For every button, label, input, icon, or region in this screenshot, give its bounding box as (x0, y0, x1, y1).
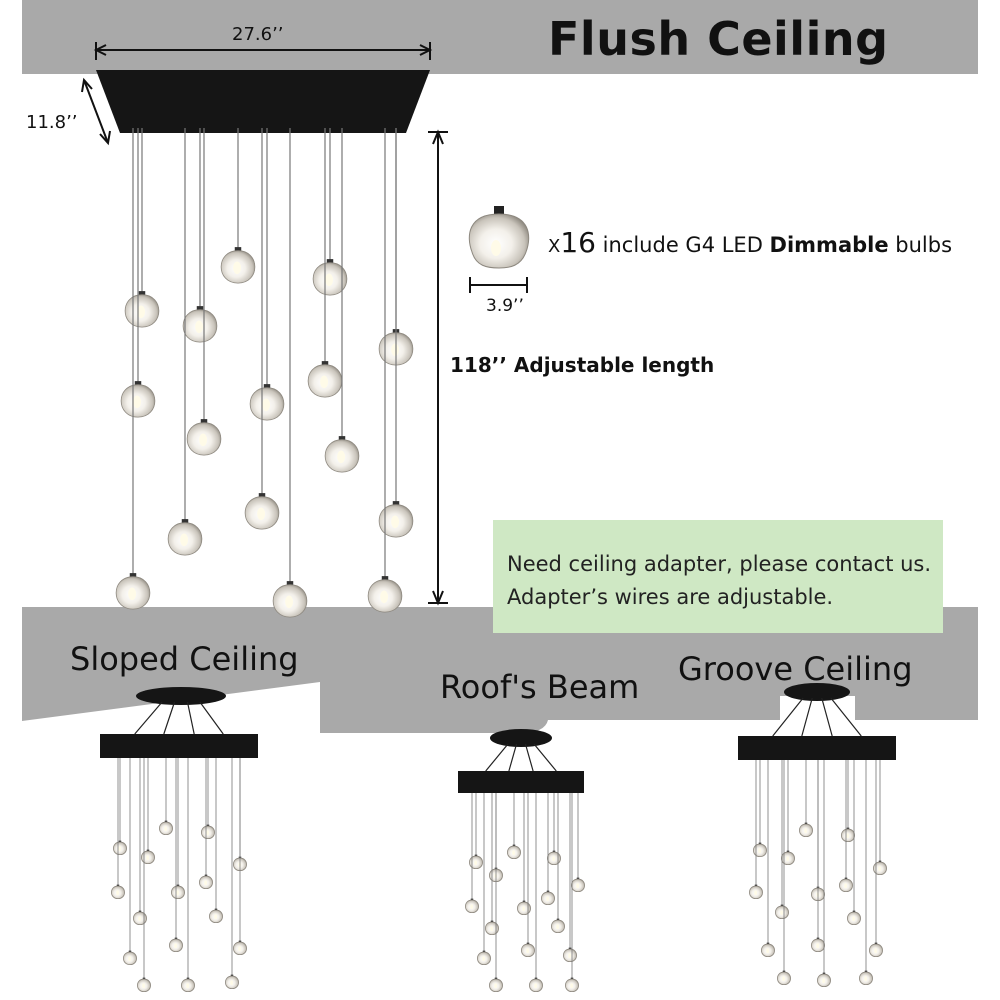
bulb-icon (468, 206, 530, 269)
pendant-light (167, 128, 203, 556)
length-dimension-arrow (428, 129, 448, 606)
mini-chandelier (458, 729, 585, 993)
pendant-light (141, 758, 155, 865)
pendant-light (841, 760, 855, 843)
pendant-light (869, 760, 883, 958)
pendant-light (209, 758, 223, 924)
canopy-width-label: 27.6’’ (232, 24, 284, 45)
pendant-light (775, 760, 789, 920)
pendant-light (859, 760, 873, 986)
pendant-light (541, 793, 555, 906)
pendant-light (182, 128, 218, 343)
pendant-light (873, 760, 887, 876)
pendant-light (489, 793, 503, 993)
pendant-light (199, 758, 213, 890)
pendant-light (324, 128, 360, 473)
pendant-light (115, 128, 151, 610)
pendant-light (477, 793, 491, 966)
pendant-light (781, 760, 795, 866)
pendant-light (120, 128, 156, 418)
pendant-light (817, 760, 831, 988)
pendant-light (529, 793, 543, 993)
small-chandeliers (100, 683, 896, 993)
pendant-light (181, 758, 195, 993)
mini-chandelier (100, 687, 258, 993)
pendant-light (485, 793, 499, 936)
pendant-light (272, 128, 308, 618)
page-title: Flush Ceiling (548, 12, 889, 66)
pendant-light (799, 760, 813, 838)
pendant-light (521, 793, 535, 958)
pendant-light (169, 758, 183, 953)
pendant-light (749, 760, 763, 900)
pendant-light (244, 128, 280, 530)
main-pendants (115, 128, 414, 618)
adapter-note-line-2: Adapter’s wires are adjustable. (507, 585, 834, 609)
pendant-light (517, 793, 531, 916)
roofs-beam-caption: Roof's Beam (440, 668, 640, 706)
pendant-light (761, 760, 775, 958)
pendant-light (124, 128, 160, 328)
main-canopy (96, 70, 430, 133)
flush-ceiling-band (22, 0, 978, 74)
pendant-light (171, 758, 185, 900)
pendant-light (133, 758, 147, 926)
pendant-light (507, 793, 521, 860)
pendant-light (565, 793, 579, 993)
pendant-light (233, 758, 247, 956)
pendant-light (571, 793, 585, 893)
quantity-count: 16 (560, 226, 596, 259)
pendant-light (111, 758, 125, 900)
pendant-light (307, 128, 343, 398)
pendant-light (367, 128, 403, 613)
pendant-light (753, 760, 767, 858)
pendant-light (137, 758, 151, 993)
pendant-light (777, 760, 791, 986)
pendant-light (811, 760, 825, 953)
pendant-light (563, 793, 577, 963)
width-dimension-arrow (93, 42, 433, 60)
pendant-light (113, 758, 127, 856)
pendant-light (839, 760, 853, 893)
pendant-light (312, 128, 348, 296)
quantity-x: X (548, 236, 561, 257)
bulb-quantity-text: X16 include G4 LED Dimmable bulbs (548, 226, 952, 259)
canopy-depth-label: 11.8’’ (26, 112, 78, 133)
pendant-light (465, 793, 479, 914)
pendant-light (847, 760, 861, 926)
adapter-note-line-1: Need ceiling adapter, please contact us. (507, 552, 932, 576)
quantity-pre: include G4 LED (595, 233, 770, 257)
pendant-light (225, 758, 239, 990)
pendant-light (378, 128, 414, 538)
pendant-light (551, 793, 565, 934)
pendant-light (220, 128, 256, 284)
pendant-light (547, 793, 561, 866)
sloped-ceiling-caption: Sloped Ceiling (70, 640, 299, 678)
lower-ceiling-profile (22, 607, 978, 733)
pendant-light (123, 758, 137, 966)
adapter-note-box: Need ceiling adapter, please contact us.… (493, 520, 943, 633)
mini-chandelier (738, 683, 896, 988)
quantity-bold: Dimmable (769, 233, 889, 257)
pendant-light (249, 128, 285, 421)
pendant-light (469, 793, 483, 870)
groove-ceiling-caption: Groove Ceiling (678, 650, 913, 688)
quantity-post: bulbs (888, 233, 953, 257)
bulb-diameter-label: 3.9’’ (486, 296, 524, 316)
adjustable-length-label: 118’’ Adjustable length (450, 353, 715, 377)
pendant-light (186, 128, 222, 456)
pendant-light (201, 758, 215, 840)
bulb-diameter-arrow (469, 277, 528, 293)
depth-dimension-arrow (81, 77, 111, 146)
pendant-light (159, 758, 173, 836)
